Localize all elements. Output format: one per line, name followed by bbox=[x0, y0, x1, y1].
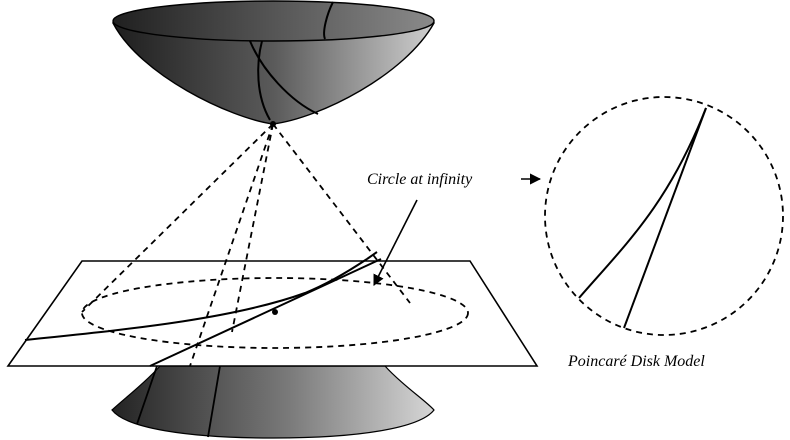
poincare-disk-label: Poincaré Disk Model bbox=[567, 353, 705, 370]
lower-sheet-geodesic bbox=[207, 365, 221, 438]
upper-hyperboloid-sheet bbox=[112, 0, 435, 127]
plane-geodesic-curve bbox=[24, 258, 368, 341]
lower-sheet-geodesic bbox=[136, 365, 158, 425]
upper-sheet-rim bbox=[112, 0, 435, 42]
plane-intersection-point bbox=[272, 309, 278, 315]
poincare-disk-boundary bbox=[544, 96, 784, 336]
circle-at-infinity bbox=[81, 277, 469, 349]
upper-sheet-geodesic bbox=[257, 40, 271, 121]
projection-rays bbox=[81, 123, 411, 367]
upper-sheet-geodesic bbox=[323, 1, 334, 40]
lower-hyperboloid-sheet bbox=[111, 365, 435, 439]
poincare-disk bbox=[544, 96, 784, 336]
plane-geodesic-line bbox=[149, 258, 382, 367]
projection-ray bbox=[189, 123, 274, 367]
upper-sheet-geodesic bbox=[249, 40, 319, 115]
projection-ray bbox=[81, 123, 274, 313]
lower-sheet-surface bbox=[111, 365, 435, 439]
projection-ray bbox=[272, 123, 411, 304]
disk-geodesic-line bbox=[623, 107, 707, 329]
projection-ray bbox=[231, 123, 274, 333]
disk-geodesic-arc bbox=[578, 107, 707, 299]
circle-at-infinity-label: Circle at infinity bbox=[367, 171, 473, 188]
circle-at-infinity-pointer bbox=[373, 199, 418, 286]
plane-geodesic-extension bbox=[366, 251, 378, 260]
